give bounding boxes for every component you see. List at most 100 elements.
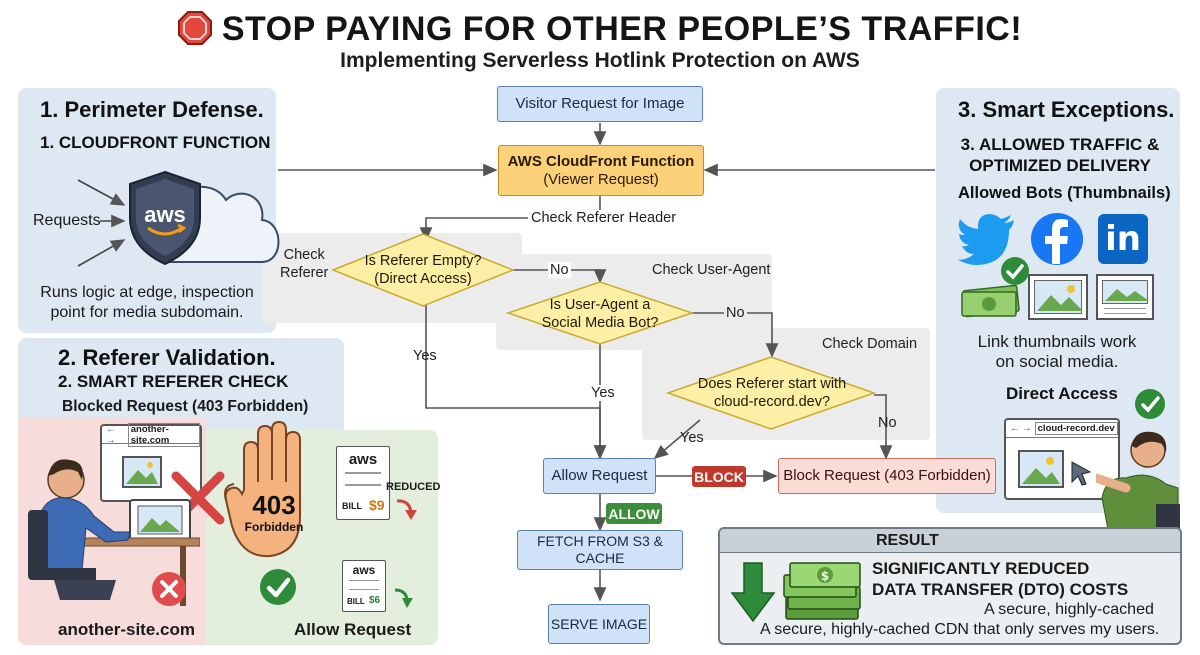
reduced-arrow-icon [394,496,420,522]
result-line1: SIGNIFICANTLY REDUCED [872,559,1090,578]
page-subtitle: Implementing Serverless Hotlink Protecti… [340,49,860,72]
no-label-1: No [548,262,571,278]
d3-line1: Does Referer start with [697,375,847,392]
check-referer-label: Check Referer [280,246,328,282]
exceptions-subheading: 3. ALLOWED TRAFFIC & OPTIMIZED DELIVERY [950,134,1170,177]
domain-question: Does Referer start with cloud-record.dev… [690,373,854,413]
stop-sign-icon [177,11,212,45]
thumbnail-2-lines [1104,308,1146,314]
perimeter-heading: 1. Perimeter Defense. [40,97,264,122]
cloudfront-function-sub: (Viewer Request) [543,170,659,188]
allow-request-node: Allow Request [543,458,656,494]
requests-label: Requests [33,212,101,229]
no-label-2: No [724,305,747,321]
browser-nav-icon: ← → [106,423,116,446]
bill-reduced-label: REDUCED [386,481,441,493]
linkedin-icon: in [1098,214,1148,264]
d2-line1: Is User-Agent a [549,296,651,313]
cash-stack-icon: $ [780,561,864,625]
referer-empty-question: Is Referer Empty? (Direct Access) [348,250,498,290]
linkedin-text: in [1105,219,1141,259]
direct-access-browser: ← → cloud-record.dev [1004,418,1120,500]
d3-line2: cloud-record.dev? [713,394,831,410]
thumbnail-icon-2 [1096,274,1154,320]
hotlinker-url-bar: ← → another-site.com [102,422,200,447]
hotlinker-url: another-site.com [127,422,200,447]
bill-small-lines [349,580,379,590]
money-icon [960,278,1022,318]
visitor-request-node: Visitor Request for Image [497,86,703,122]
d1-line2: (Direct Access) [374,271,472,287]
d1-line1: Is Referer Empty? [364,252,482,269]
allow-tag: ALLOW [606,503,662,524]
direct-image-icon [1018,450,1064,488]
no-label-3: No [878,415,897,431]
allowed-check-icon [258,567,298,607]
perimeter-caption: Runs logic at edge, inspection point for… [22,283,272,323]
exceptions-sub-line2: OPTIMIZED DELIVERY [969,156,1151,176]
referer-heading: 2. Referer Validation. [58,345,276,370]
blocked-caption: Blocked Request (403 Forbidden) [62,398,309,415]
bill-small-aws-logo: aws [352,563,376,577]
exceptions-heading: 3. Smart Exceptions. [958,97,1175,122]
referer-panel [18,338,344,433]
bill-small-label: BILL [347,597,365,606]
d2-line2: Social Media Bot? [541,315,659,331]
result-box: RESULT $ SIGNIFICANTLY REDUCED DATA TRAN… [718,527,1182,645]
referer-subheading: 2. SMART REFERER CHECK [58,372,289,391]
thumbnail-1-image [1034,280,1083,314]
perimeter-caption-line1: Runs logic at edge, inspection [40,284,254,301]
result-line4: A secure, highly-cached CDN that only se… [760,621,1160,638]
svg-text:$: $ [821,569,829,583]
direct-access-label: Direct Access [1006,384,1118,403]
money-check-icon [1000,256,1030,286]
result-heading: RESULT [876,532,939,549]
serve-node: SERVE IMAGE [548,604,650,644]
yes-label-2: Yes [589,385,617,401]
bill-amount-bottom: $6 [369,595,381,606]
cursor-icon [1070,460,1094,486]
hand-text: Forbidden [244,520,304,534]
diamond-referer-empty [330,233,516,307]
thumbnails-caption-line2: on social media. [995,352,1119,372]
check-referer-line1: Check [283,247,325,263]
page-title: STOP PAYING FOR OTHER PEOPLE’S TRAFFIC! [0,10,1200,49]
block-request-node: Block Request (403 Forbidden) [778,458,996,494]
bill-aws-logo: aws [348,451,378,468]
image-placeholder-icon [122,456,162,488]
aws-bill-large: aws BILL $9 [336,446,390,520]
aws-logo-text: aws [144,202,186,227]
diamond-social-bot [505,281,695,345]
bill-label: BILL [342,501,362,511]
lower-arrow-icon [392,586,416,610]
check-domain-label: Check Domain [822,336,918,352]
result-line2: DATA TRANSFER (DTO) COSTS [872,580,1129,599]
twitter-icon [958,212,1018,266]
exceptions-sub-line1: 3. ALLOWED TRAFFIC & [960,135,1160,154]
check-referer-header-label: Check Referer Header [528,210,680,226]
fetch-node: FETCH FROM S3 & CACHE [517,530,683,570]
diamond-domain [665,356,877,430]
facebook-icon [1030,212,1084,266]
direct-url-bar: ← → cloud-record.dev [1006,420,1118,438]
result-header-bar: RESULT [720,529,1180,553]
blocked-circle-x-icon [150,570,188,608]
direct-nav-icon: ← → [1010,423,1032,434]
result-line3: A secure, highly-cached [984,601,1154,618]
stop-hand-icon: 403 Forbidden [224,420,320,562]
bots-caption: Allowed Bots (Thumbnails) [958,184,1171,202]
user-at-laptop-illustration [20,440,201,610]
block-tag: BLOCK [692,466,746,487]
perimeter-caption-line2: point for media subdomain. [50,304,244,321]
aws-bill-small: aws BILL $6 [342,560,386,612]
check-referer-line2: Referer [280,265,329,282]
perimeter-subheading: 1. CLOUDFRONT FUNCTION [40,133,271,152]
direct-check-icon [1134,388,1166,420]
allow-request-caption: Allow Request [294,620,412,639]
direct-url: cloud-record.dev [1034,422,1118,435]
cloudfront-function-node: AWS CloudFront Function (Viewer Request) [498,145,704,196]
thumbnail-2-image [1102,280,1149,304]
yes-label-1: Yes [413,348,437,364]
page-title-text: STOP PAYING FOR OTHER PEOPLE’S TRAFFIC! [221,10,1023,48]
cloudfront-function-title: AWS CloudFront Function [507,152,695,170]
